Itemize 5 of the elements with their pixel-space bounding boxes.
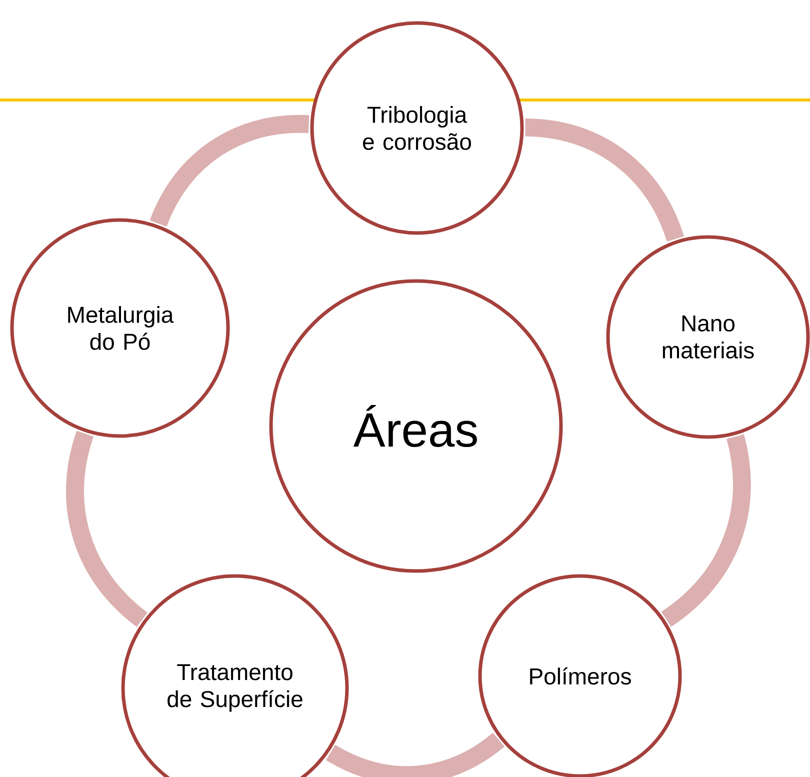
ring-segment xyxy=(150,115,309,228)
ring-segment xyxy=(524,118,684,242)
ring-segment xyxy=(66,431,148,627)
ring-segment xyxy=(661,434,751,627)
ring-segment xyxy=(326,732,504,777)
